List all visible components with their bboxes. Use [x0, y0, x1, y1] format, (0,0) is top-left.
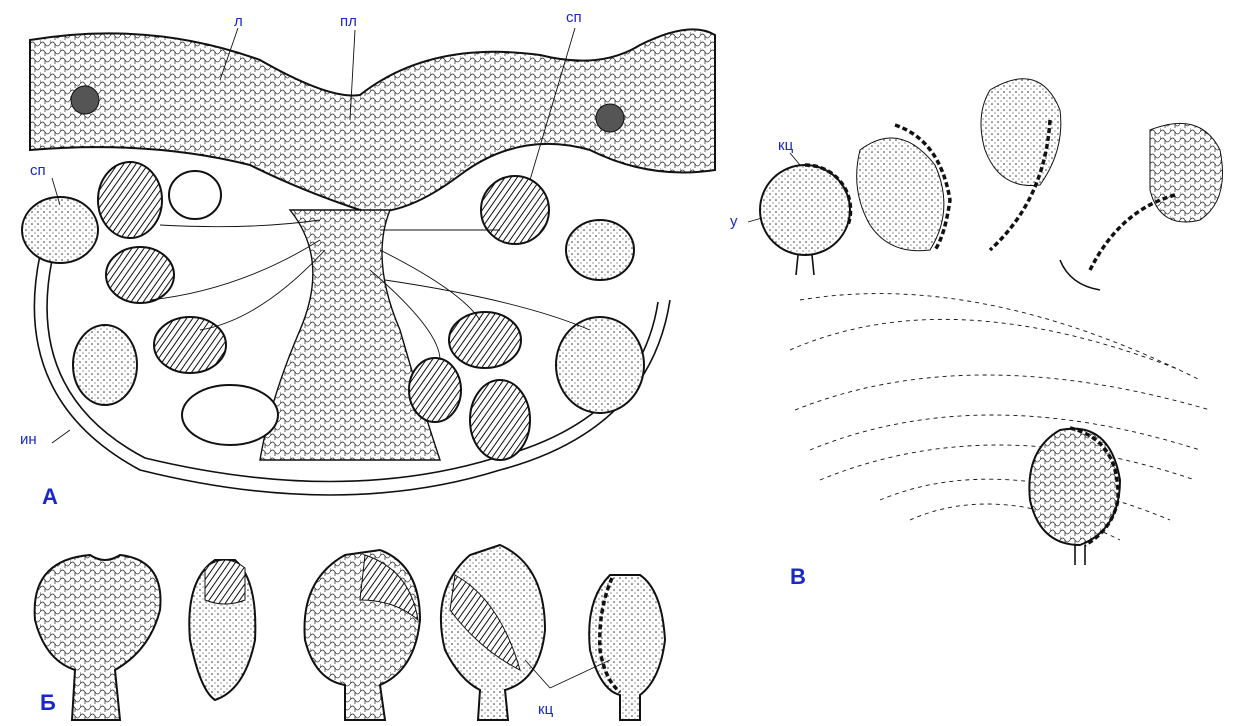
panel-label-v: В — [790, 566, 806, 588]
panel-a-drawing — [22, 28, 715, 495]
panel-b-drawing — [35, 545, 665, 720]
panel-label-a: А — [42, 486, 58, 508]
label-kts-bottom: кц — [538, 702, 553, 717]
label-l: л — [234, 14, 243, 29]
label-sp-top: сп — [566, 10, 582, 25]
panel-label-b: Б — [40, 692, 56, 714]
label-sp-left: сп — [30, 163, 46, 178]
panel-v-drawing — [748, 79, 1223, 565]
label-pl: пл — [340, 14, 357, 29]
label-u: у — [730, 214, 738, 229]
label-in: ин — [20, 432, 37, 447]
label-kts-b: кц — [778, 138, 793, 153]
